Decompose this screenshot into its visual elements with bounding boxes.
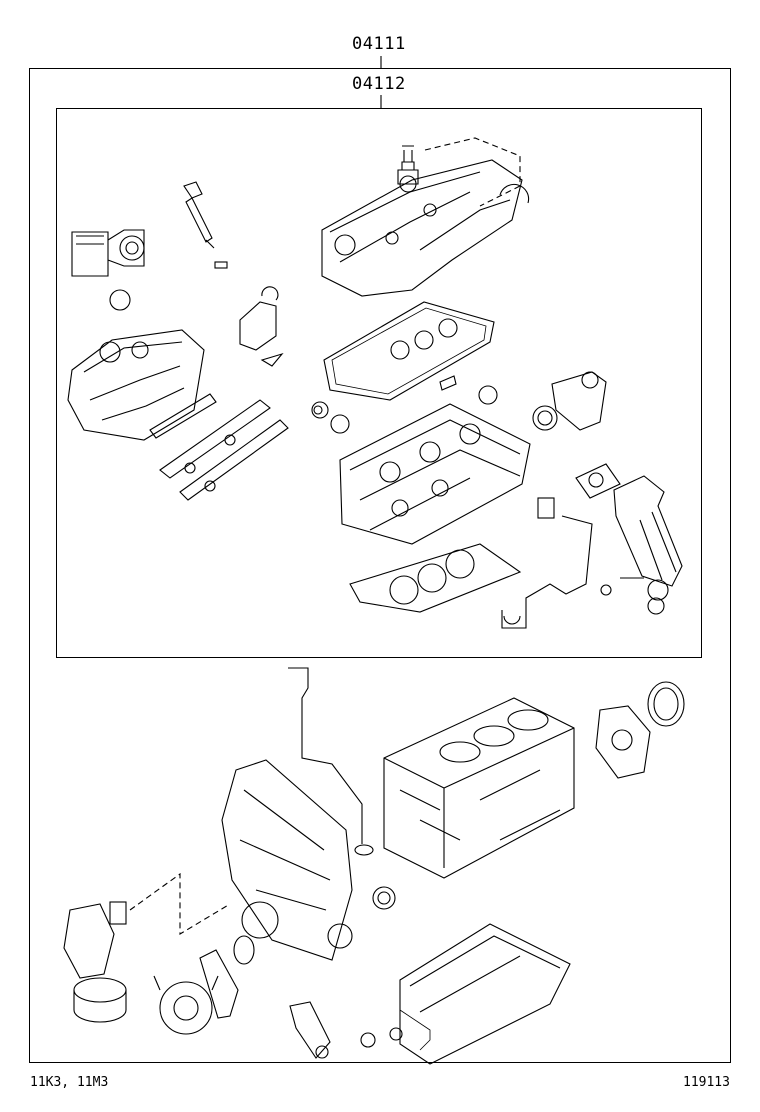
outer-kit-frame	[29, 68, 731, 1063]
catalytic-converter-icon	[613, 475, 683, 615]
throttle-body-icon	[71, 229, 145, 277]
drain-plug-icon	[360, 1027, 403, 1048]
oil-dipstick-tube-icon	[288, 667, 374, 856]
head-cover-gasket-icon	[323, 301, 495, 401]
intake-manifold-gasket-icon	[149, 393, 289, 501]
cylinder-head-gasket-icon	[349, 543, 522, 613]
outer-kit-code: 04111	[352, 34, 406, 54]
fuel-injector-icon	[183, 181, 228, 269]
oil-filter-housing-icon	[63, 872, 231, 1023]
cylinder-head-icon	[339, 403, 531, 545]
coolant-pipe-icon	[501, 515, 612, 629]
valve-stem-seal-icon	[311, 385, 498, 434]
footer-illustration-number: 119113	[683, 1075, 730, 1090]
inner-kit-code: 04112	[352, 74, 406, 94]
cam-actuator-icon	[239, 286, 284, 367]
exhaust-gasket-icon	[537, 463, 621, 519]
water-outlet-icon	[551, 371, 607, 431]
cylinder-block-icon	[383, 697, 575, 879]
inner-kit-frame	[56, 108, 702, 658]
cylinder-head-cover-icon	[321, 137, 530, 297]
oil-filler-cap-icon	[397, 145, 419, 193]
rear-seal-retainer-icon	[595, 705, 651, 779]
oil-pan-icon	[399, 923, 571, 1065]
intake-manifold-icon	[67, 289, 205, 441]
water-pump-icon	[153, 975, 219, 1035]
footer-engine-code: 11K3, 11M3	[30, 1075, 109, 1090]
water-pump-gasket-icon	[199, 935, 255, 1019]
oil-pressure-switch-icon	[289, 1001, 331, 1059]
oil-seal-icon	[532, 405, 558, 431]
rear-oil-seal-icon	[647, 681, 685, 727]
timing-cover-icon	[221, 759, 396, 961]
